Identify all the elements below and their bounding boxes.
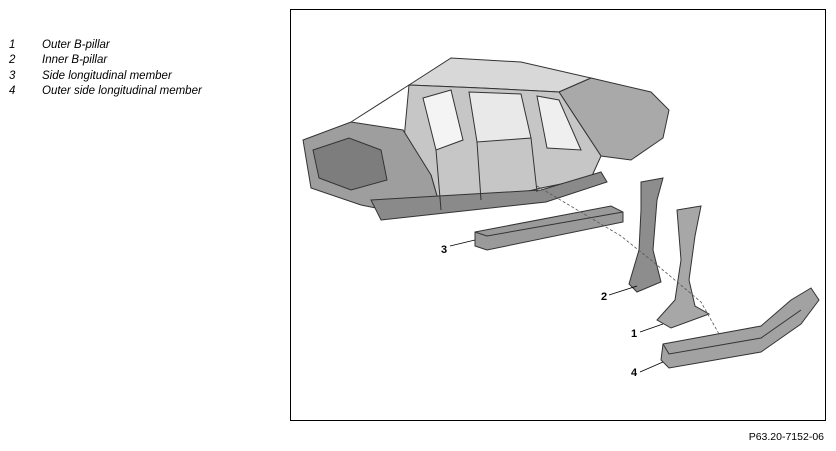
outer-b-pillar-part (656, 205, 711, 329)
legend-item: 2 Inner B-pillar (9, 53, 279, 69)
figure-code: P63.20-7152-06 (748, 431, 824, 443)
side-longitudinal-member-part (474, 205, 624, 251)
legend-item: 1 Outer B-pillar (9, 37, 279, 53)
figure-frame: 3 2 1 4 (290, 9, 826, 421)
legend-number: 2 (9, 54, 16, 67)
legend-label: Outer B-pillar (42, 38, 110, 51)
callout-4: 4 (631, 367, 638, 379)
legend-label: Outer side longitudinal member (42, 85, 202, 98)
car-body-shell (302, 57, 670, 221)
callout-3: 3 (441, 244, 447, 256)
callout-1: 1 (631, 328, 637, 340)
assembly-guide-line (536, 185, 720, 335)
body-in-white-illustration: 3 2 1 4 (302, 57, 820, 379)
legend-label: Side longitudinal member (42, 69, 172, 82)
legend-item: 4 Outer side longitudinal member (9, 84, 279, 100)
legend-label: Inner B-pillar (42, 54, 108, 67)
legend-number: 3 (9, 69, 16, 82)
legend-number: 1 (9, 38, 16, 51)
legend-list: 1 Outer B-pillar 2 Inner B-pillar 3 Side… (9, 37, 279, 99)
legend-number: 4 (9, 85, 16, 98)
callout-leaders (449, 239, 664, 373)
legend-item: 3 Side longitudinal member (9, 68, 279, 84)
outer-side-longitudinal-member-part (660, 287, 820, 369)
callout-2: 2 (601, 291, 607, 303)
inner-b-pillar-part (628, 177, 664, 293)
